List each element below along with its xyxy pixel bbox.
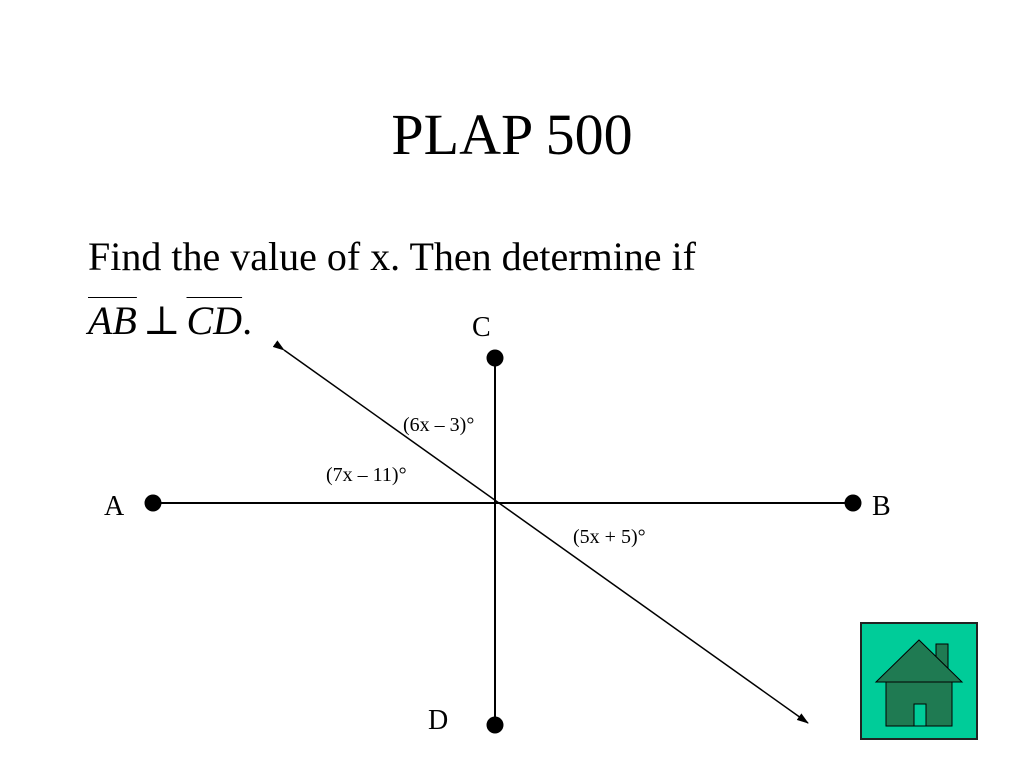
point-b-dot	[844, 494, 862, 512]
statement-period: .	[242, 298, 253, 343]
angle-label-left: (7x – 11)°	[326, 464, 407, 486]
angle-label-top: (6x – 3)°	[403, 414, 474, 436]
home-button[interactable]	[860, 622, 978, 740]
segment-cd: CD	[186, 298, 243, 343]
point-c-dot	[486, 349, 504, 367]
house-icon	[874, 639, 964, 727]
perpendicular-statement: AB⊥CD.	[88, 296, 252, 346]
point-d-dot	[486, 716, 504, 734]
transversal-line	[272, 340, 809, 724]
point-a-label: A	[104, 491, 125, 522]
point-d-label: D	[428, 705, 448, 736]
segment-ab: AB	[88, 298, 137, 343]
point-b-label: B	[872, 491, 891, 522]
angle-label-right: (5x + 5)°	[573, 526, 646, 548]
perpendicular-symbol: ⊥	[142, 298, 181, 343]
question-text: Find the value of x. Then determine if	[88, 234, 696, 279]
point-a-dot	[144, 494, 162, 512]
point-c-label: C	[472, 312, 491, 343]
slide-title: PLAP 500	[391, 102, 633, 167]
